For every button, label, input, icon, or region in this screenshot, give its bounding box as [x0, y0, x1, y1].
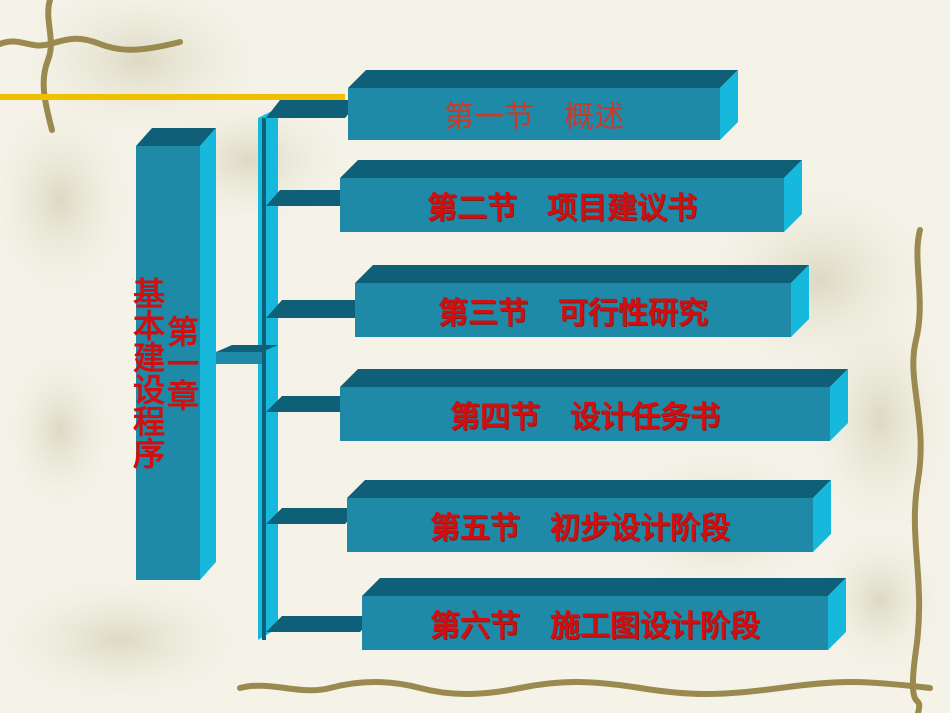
section-box-2 — [340, 160, 802, 232]
chapter-title: 第一章 基本建设程序 — [128, 146, 200, 580]
chapter-title-line1: 第一章 — [162, 315, 200, 411]
connector-lines — [216, 100, 375, 640]
section-5-label: 第五节 初步设计阶段 — [430, 511, 730, 546]
section-4-label: 第四节 设计任务书 — [450, 400, 720, 435]
chapter-box — [136, 128, 216, 580]
chapter-title-line2: 基本建设程序 — [128, 277, 166, 469]
section-box-4 — [340, 369, 848, 441]
section-box-3 — [355, 265, 809, 337]
vine-top-left — [0, 0, 183, 133]
section-box-6 — [362, 578, 846, 650]
vine-bottom — [237, 679, 933, 697]
section-2-label: 第二节 项目建议书 — [427, 191, 697, 226]
section-6-label: 第六节 施工图设计阶段 — [430, 609, 760, 644]
section-3-label: 第三节 可行性研究 — [438, 296, 708, 331]
section-box-5 — [347, 480, 831, 552]
section-1-label: 第一节 概述 — [444, 100, 624, 135]
section-box-1 — [348, 70, 738, 140]
